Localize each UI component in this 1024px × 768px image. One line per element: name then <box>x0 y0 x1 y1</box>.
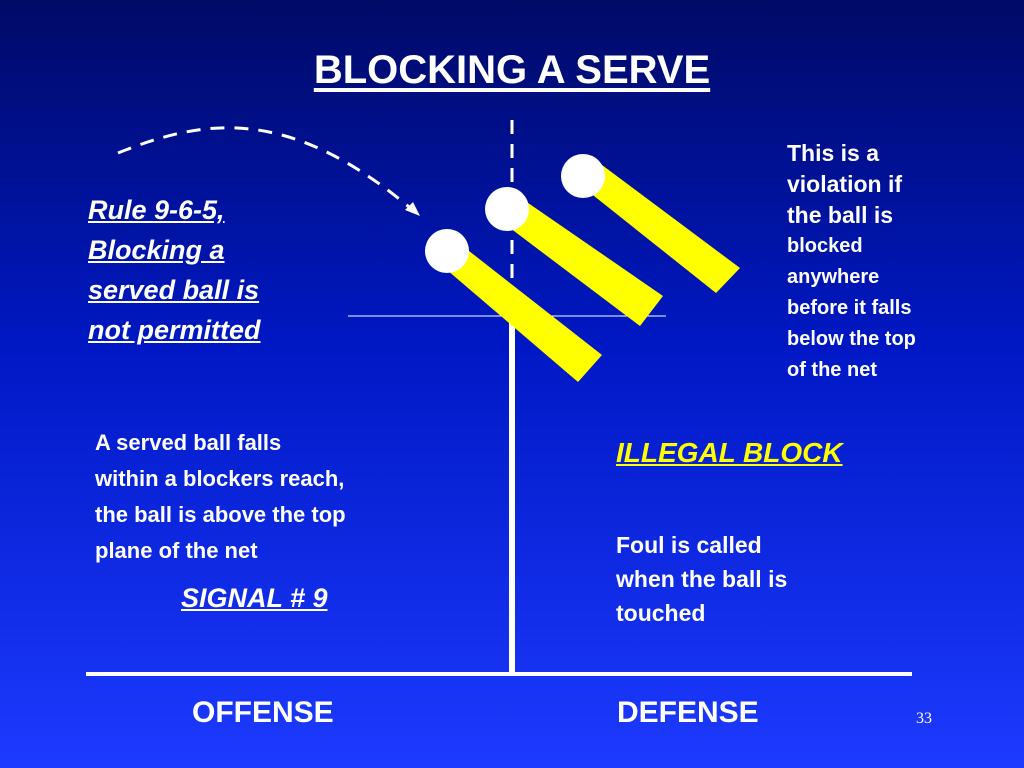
violation-line: This is a <box>787 140 880 166</box>
served-ball-description: A served ball falls within a blockers re… <box>95 425 435 569</box>
served-line: plane of the net <box>95 538 258 563</box>
rule-line: Blocking a <box>88 235 225 265</box>
ball-trail-high <box>584 162 740 293</box>
ball-trail-low <box>440 240 602 382</box>
violation-line: the ball is <box>787 202 894 228</box>
rule-line: Rule 9-6-5, <box>88 195 225 225</box>
served-line: A served ball falls <box>95 430 282 455</box>
slide-title: BLOCKING A SERVE <box>313 48 711 92</box>
ball-low <box>425 229 469 273</box>
rule-line: served ball is <box>88 275 260 305</box>
defense-label: DEFENSE <box>617 696 759 729</box>
served-line: within a blockers reach, <box>95 466 345 491</box>
serve-trajectory-arrow <box>117 126 416 214</box>
violation-note: This is a violation if the ball is block… <box>787 138 967 386</box>
arrowhead <box>405 202 420 216</box>
served-line: the ball is above the top <box>95 502 346 527</box>
ball-trail-middle <box>502 196 663 326</box>
violation-line: before it falls <box>787 297 912 319</box>
foul-line: when the ball is <box>616 566 788 592</box>
ball-high <box>561 154 605 198</box>
rule-text: Rule 9-6-5, Blocking a served ball is no… <box>88 190 348 350</box>
foul-line: Foul is called <box>616 532 762 558</box>
foul-line: touched <box>616 600 706 626</box>
slide-number: 33 <box>916 710 932 727</box>
violation-line: anywhere <box>787 266 880 288</box>
foul-description: Foul is called when the ball is touched <box>616 528 856 630</box>
offense-label: OFFENSE <box>192 696 334 729</box>
violation-line: violation if <box>787 171 902 197</box>
signal-label: SIGNAL # 9 <box>181 583 328 613</box>
violation-line: of the net <box>787 359 877 381</box>
rule-line: not permitted <box>88 315 261 345</box>
violation-line: blocked <box>787 235 863 257</box>
violation-line: below the top <box>787 328 916 350</box>
ball-middle <box>485 187 529 231</box>
illegal-block-label: ILLEGAL BLOCK <box>616 437 843 468</box>
